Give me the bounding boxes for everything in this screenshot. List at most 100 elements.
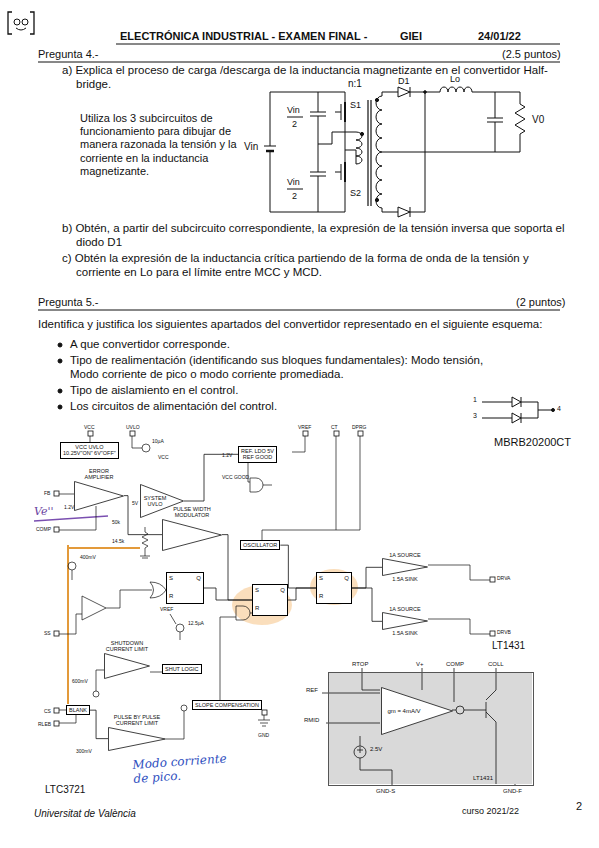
pin-label: 5V (132, 500, 138, 506)
pin-label: CT (331, 424, 338, 430)
text-line: GIEI (400, 30, 422, 43)
pin-label: DPRG (352, 424, 366, 430)
block-box: SHUT LOGIC (162, 664, 202, 674)
block-label: ERROR AMPLIFIER (74, 468, 124, 481)
block-label: R (255, 605, 259, 612)
pin-label: 1.2V (222, 452, 232, 458)
block-label: REF GOOD (241, 454, 274, 460)
block-label: SLOPE COMPENSATION (195, 702, 259, 708)
flip-flop: SRQ (166, 572, 204, 604)
pin-label: V+ (416, 661, 424, 668)
text-line: Los circuitos de alimentación del contro… (70, 400, 277, 414)
pin-label: 12.5µA (188, 620, 204, 626)
block-label: Q (280, 587, 285, 594)
text-line: MBRB20200CT (494, 436, 571, 449)
flip-flop: SRQ (316, 572, 352, 604)
block-label: 1.5A SINK (382, 630, 428, 636)
text-line: Modo corriente de pico. (132, 751, 234, 787)
block-box: OSCILLATOR (240, 540, 280, 550)
pin-label: COLL (488, 661, 504, 668)
pin-label: COMP (36, 526, 51, 532)
text-line: Ve'' (34, 505, 54, 518)
page-title: ELECTRÓNICA INDUSTRIAL - EXAMEN FINAL - (120, 30, 367, 43)
pin-label: FB (44, 490, 50, 496)
pin-label: 2.5V (370, 746, 382, 753)
text-line: (2.5 puntos) (502, 48, 561, 61)
text-line: 2 (292, 191, 297, 202)
pin-label: 1 (473, 396, 477, 404)
pin-label: GND (258, 732, 269, 738)
text-line: LT1431 (492, 640, 525, 652)
text-line: LTC3721 (45, 784, 85, 796)
pin-label: 50k (112, 519, 120, 525)
block-label: 1A SOURCE (382, 606, 428, 612)
pin-label: 14.5k (112, 538, 124, 544)
pin-label: 400mV (80, 554, 96, 560)
pin-label: VCC GOOD (222, 474, 249, 480)
text-line: Vin (244, 141, 258, 153)
text-line: c) Obtén la expresión de la inductancia … (62, 252, 576, 280)
pin-label: 4 (557, 405, 561, 413)
text-line: Utiliza los 3 subcircuitos de funcionami… (80, 112, 238, 178)
text-line: Pregunta 4.- (38, 48, 99, 61)
signal-wire (352, 588, 382, 621)
text-line: curso 2021/22 (462, 806, 519, 817)
text-line: b) Obtén, a partir del subcircuito corre… (62, 222, 576, 250)
triangle-outline (382, 558, 428, 576)
block-box: REF. LDO 5VREF GOOD (238, 446, 277, 463)
signal-wire (352, 567, 382, 588)
pin-label: 10µA (152, 438, 164, 444)
text-line: D1 (398, 76, 410, 87)
text-line: V0 (532, 114, 544, 126)
pin-label: VREF (298, 424, 311, 430)
block-label: 10.25V"ON" 6V"OFF" (63, 450, 116, 456)
text-line: Universitat de València (34, 808, 136, 820)
pin-label: VCC (158, 454, 169, 460)
block-box: BLANK (66, 705, 90, 715)
amplifier-block: PULSE BY PULSE CURRENT LIMIT (108, 714, 166, 751)
triangle-outline (74, 481, 124, 511)
text-line: A que convertidor corresponde. (70, 338, 230, 352)
block-label: R (319, 593, 323, 600)
block-label: REF. LDO 5V (241, 448, 274, 454)
driver-block: 1A SOURCE 1.5A SINK (382, 552, 428, 583)
text-line: Tipo de realimentación (identificando su… (70, 354, 490, 382)
triangle-outline (162, 519, 222, 551)
flip-flop: S R Q (252, 584, 288, 616)
block-label: BLANK (69, 707, 87, 713)
block-label: 1.5A SINK (382, 576, 428, 582)
block-box: VCC UVLO10.25V"ON" 6V"OFF" (60, 442, 119, 459)
pin-label: GND-F (503, 788, 522, 795)
triangle-outline (382, 612, 428, 630)
pin-label: DRVB (497, 629, 511, 635)
signal-wire (204, 588, 252, 600)
text-line: S2 (350, 188, 361, 199)
text-line: 2 (292, 119, 297, 130)
pin-label: VREF (160, 606, 173, 612)
block-box: SLOPE COMPENSATION (192, 700, 262, 710)
pin-label: RLEB (38, 721, 51, 727)
block-label: 1A SOURCE (382, 552, 428, 558)
block-label: SHUTDOWN CURRENT LIMIT (104, 640, 150, 653)
pin-label: 600mV (72, 678, 88, 684)
text-line: Vin (287, 105, 300, 116)
block-label: Q (196, 575, 201, 582)
triangle-outline (104, 653, 150, 679)
amplifier-block: PULSE WIDTH MODULATOR (162, 506, 222, 551)
block-label: LT1431 (473, 775, 493, 782)
pin-label: RTOP (352, 661, 368, 668)
text-line: n:1 (348, 78, 362, 90)
amplifier-block: ERROR AMPLIFIER (74, 468, 124, 511)
text-line: Lo (450, 74, 460, 85)
block-label: gm = 4mA/V (384, 708, 424, 715)
text-line: Vin (287, 177, 300, 188)
pin-label: COMP (446, 661, 464, 668)
text-line: Identifica y justifica los siguientes ap… (38, 318, 593, 332)
block-label: S (255, 587, 259, 594)
driver-block: 1A SOURCE 1.5A SINK (382, 606, 428, 637)
pin-label: CS (44, 708, 51, 714)
signal-wire (90, 710, 108, 738)
block-label: S (319, 575, 323, 582)
pin-label: RMID (304, 717, 319, 724)
pin-label: GND-S (376, 788, 395, 795)
